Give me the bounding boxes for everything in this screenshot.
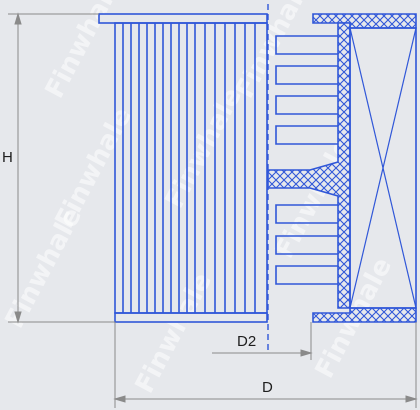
- core-window: [275, 65, 338, 85]
- top-end-cap: [98, 13, 268, 24]
- outer-casing: [349, 27, 417, 309]
- core-window: [275, 265, 338, 285]
- height-label: H: [2, 149, 13, 166]
- outer-diameter-label: D: [262, 379, 273, 396]
- section-view: [267, 13, 417, 323]
- core-window: [275, 235, 338, 255]
- core-window: [275, 95, 338, 115]
- core-window: [275, 125, 338, 145]
- casing-cross: [349, 27, 417, 309]
- bottom-end-cap: [114, 312, 268, 323]
- bottom-cap-section: [312, 307, 417, 323]
- core-window: [275, 204, 338, 224]
- inner-diameter-label: D2: [237, 333, 256, 350]
- watermark-text: Finwhale: [0, 203, 88, 333]
- core-window: [275, 35, 338, 55]
- pleat-lines: [122, 23, 256, 313]
- perforation-windows: [275, 35, 338, 285]
- top-cap-section: [312, 13, 417, 29]
- dimension-lines: [8, 12, 418, 408]
- pleat-outline: [114, 22, 268, 314]
- pleated-element: [98, 13, 268, 323]
